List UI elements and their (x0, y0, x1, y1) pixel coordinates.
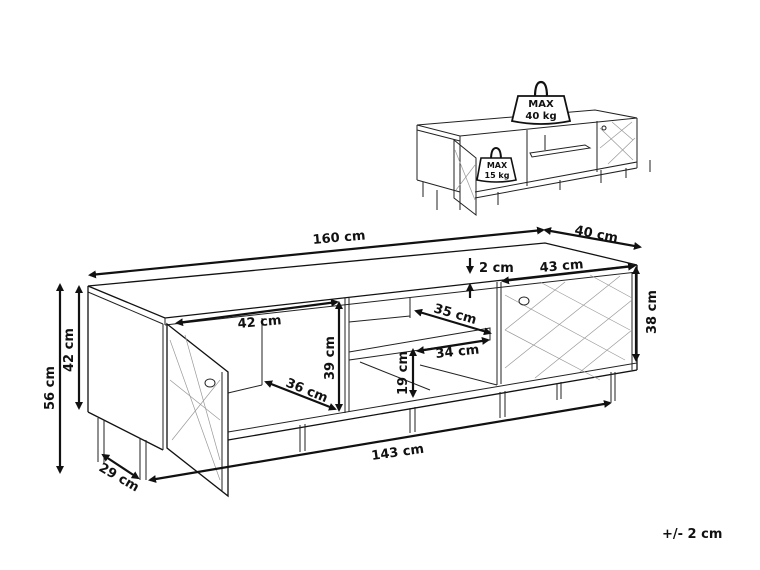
dim-total-height: 56 cm (43, 366, 58, 410)
dim-leg-span: 143 cm (370, 442, 424, 464)
dim-compartment-height: 39 cm (323, 336, 338, 380)
weight-icon-shelf: MAX 15 kg (476, 146, 517, 183)
dim-shelf-depth: 35 cm (432, 301, 478, 328)
dim-total-depth: 40 cm (573, 223, 619, 246)
dim-top-thickness: 2 cm (479, 261, 514, 276)
svg-text:MAX: MAX (528, 99, 554, 110)
weight-icon-top: MAX 40 kg (510, 80, 572, 125)
inset-view: MAX 40 kg MAX 15 kg (416, 80, 651, 217)
dim-door-height: 38 cm (645, 290, 660, 334)
dim-body-height: 42 cm (62, 328, 77, 372)
dim-total-width: 160 cm (312, 228, 366, 248)
dim-compartment-width: 42 cm (237, 313, 282, 332)
main-view (87, 242, 638, 498)
svg-text:MAX: MAX (487, 161, 508, 170)
svg-text:40 kg: 40 kg (525, 111, 556, 122)
tolerance-note: +/- 2 cm (662, 527, 723, 542)
dim-shelf-width: 34 cm (435, 342, 480, 362)
dim-lower-opening: 19 cm (396, 351, 411, 395)
svg-text:15 kg: 15 kg (485, 171, 510, 180)
dim-door-width: 43 cm (539, 257, 584, 276)
